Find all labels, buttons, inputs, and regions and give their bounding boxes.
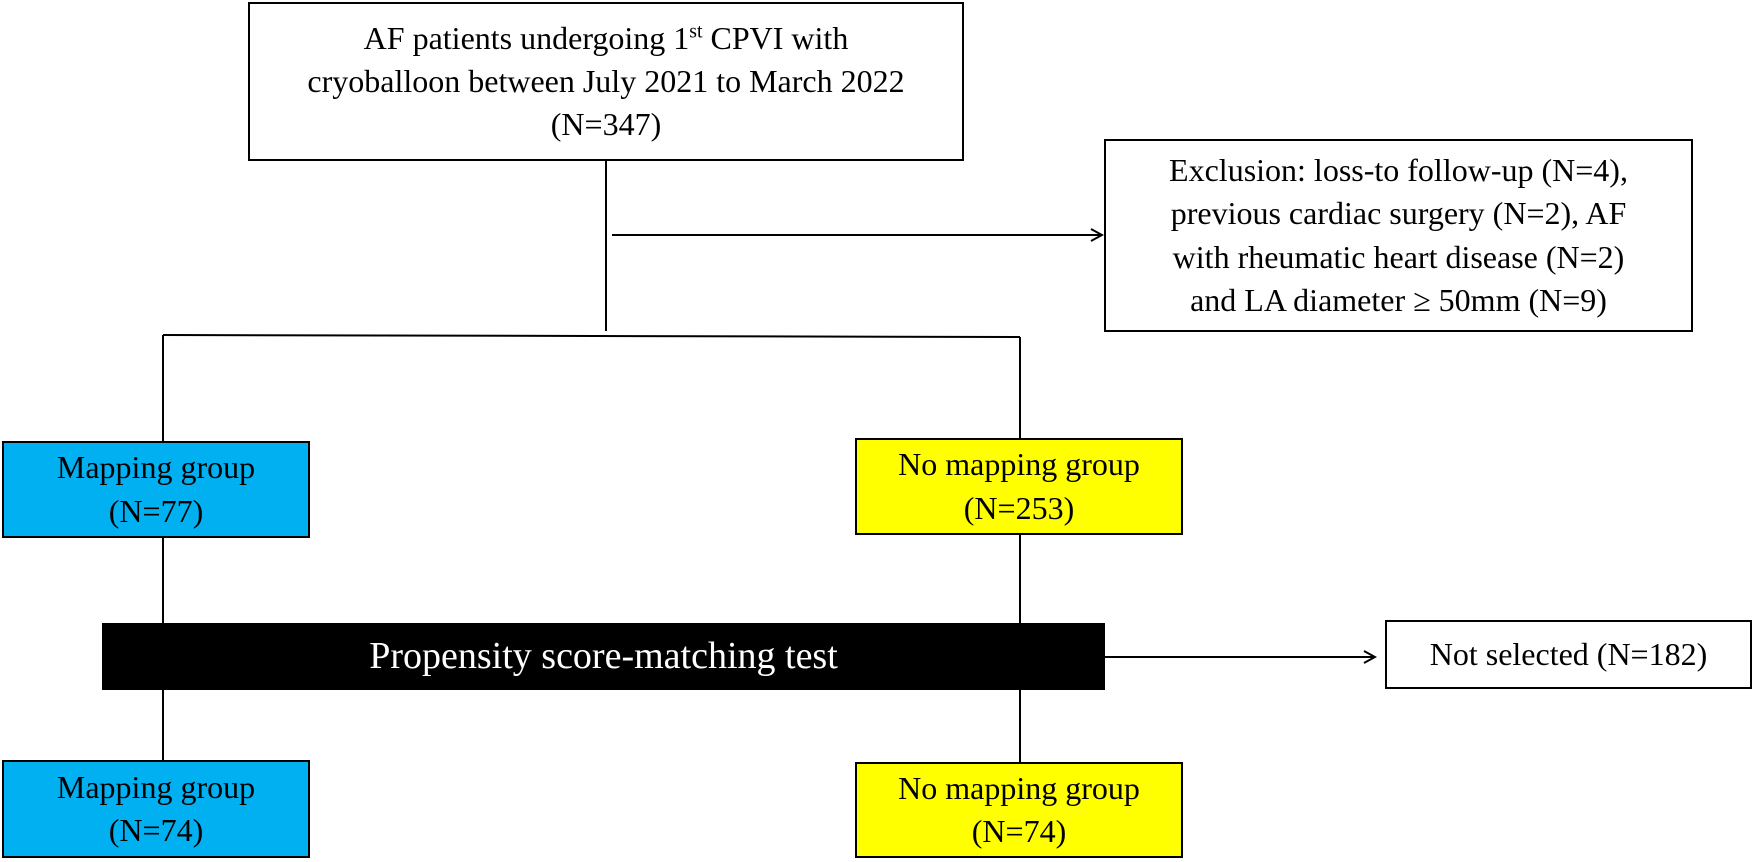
top-box-line1: AF patients undergoing 1st CPVI with xyxy=(363,19,849,56)
no-mapping-group-before-count: (N=253) xyxy=(963,489,1075,526)
propensity-matching-bar: Propensity score-matching test xyxy=(102,623,1105,690)
ordinal-superscript: st xyxy=(689,20,703,43)
mapping-group-before-count: (N=77) xyxy=(108,492,204,529)
no-mapping-group-after-label: No mapping group xyxy=(898,769,1140,806)
no-mapping-group-after-box: No mapping group (N=74) xyxy=(855,762,1183,858)
connector-split-bar xyxy=(162,334,1021,338)
mapping-group-before-label: Mapping group xyxy=(56,449,256,486)
propensity-matching-label: Propensity score-matching test xyxy=(369,634,838,677)
no-mapping-group-before-box: No mapping group (N=253) xyxy=(855,438,1183,535)
mapping-group-before-box: Mapping group (N=77) xyxy=(2,441,310,538)
mapping-group-after-count: (N=74) xyxy=(108,812,204,848)
exclusion-line3: with rheumatic heart disease (N=2) xyxy=(1172,238,1625,275)
top-box-line3: (N=347) xyxy=(550,106,662,143)
exclusion-box: Exclusion: loss-to follow-up (N=4), prev… xyxy=(1104,139,1693,332)
mapping-group-after-label: Mapping group xyxy=(56,768,256,805)
exclusion-line4: and LA diameter ≥ 50mm (N=9) xyxy=(1190,281,1607,318)
exclusion-line1: Exclusion: loss-to follow-up (N=4), xyxy=(1169,152,1628,189)
no-mapping-group-after-count: (N=74) xyxy=(971,813,1067,849)
top-box-line2: cryoballoon between July 2021 to March 2… xyxy=(307,62,905,99)
not-selected-label: Not selected (N=182) xyxy=(1429,635,1708,672)
not-selected-box: Not selected (N=182) xyxy=(1385,620,1752,689)
mapping-group-after-box: Mapping group (N=74) xyxy=(2,760,310,858)
top-box-patients: AF patients undergoing 1st CPVI with cry… xyxy=(248,2,964,161)
exclusion-line2: previous cardiac surgery (N=2), AF xyxy=(1170,195,1627,232)
no-mapping-group-before-label: No mapping group xyxy=(898,446,1140,483)
